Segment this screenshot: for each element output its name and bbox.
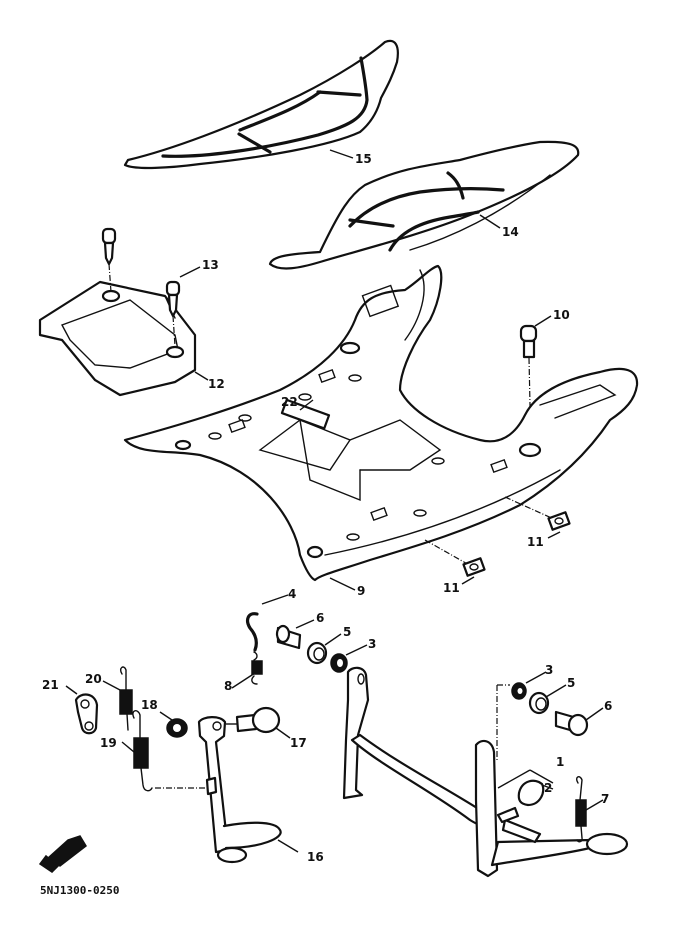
callout-9[interactable]: 9 xyxy=(357,584,366,598)
bolt-6-upper[interactable] xyxy=(275,624,302,650)
callout-18[interactable]: 18 xyxy=(141,698,158,712)
cover-12[interactable] xyxy=(38,280,197,397)
callout-11-right[interactable]: 11 xyxy=(527,535,544,549)
callout-6-upper[interactable]: 6 xyxy=(316,611,325,625)
main-stand-1[interactable] xyxy=(342,666,629,878)
callout-14[interactable]: 14 xyxy=(502,225,519,239)
callout-2[interactable]: 2 xyxy=(544,781,553,795)
callout-11-left[interactable]: 11 xyxy=(443,581,460,595)
main-stand-spring-7[interactable] xyxy=(575,776,587,843)
spring-19[interactable] xyxy=(132,710,205,792)
small-spring-8[interactable] xyxy=(251,651,263,685)
callout-8[interactable]: 8 xyxy=(224,679,233,693)
front-direction-icon xyxy=(38,835,87,873)
callout-3-upper[interactable]: 3 xyxy=(368,637,377,651)
callout-5-upper[interactable]: 5 xyxy=(343,625,352,639)
nut-plate-11[interactable] xyxy=(424,496,571,577)
callout-3-lower[interactable]: 3 xyxy=(545,663,554,677)
callout-1[interactable]: 1 xyxy=(556,755,565,769)
diagram-reference-code: 5NJ1300-0250 xyxy=(40,884,120,897)
callout-6-lower[interactable]: 6 xyxy=(604,699,613,713)
side-stand-16[interactable] xyxy=(197,716,282,864)
callout-22[interactable]: 22 xyxy=(281,395,298,409)
footboard-frame-9[interactable] xyxy=(123,264,639,582)
side-stand-bolt-17[interactable] xyxy=(226,706,281,734)
mat-left-15[interactable] xyxy=(123,39,399,170)
nut-18[interactable] xyxy=(166,718,188,738)
callout-7[interactable]: 7 xyxy=(601,792,610,806)
hook-pin-4[interactable] xyxy=(246,612,259,652)
spring-20[interactable] xyxy=(119,666,133,731)
callout-10[interactable]: 10 xyxy=(553,308,570,322)
collar-5-upper[interactable] xyxy=(306,641,328,665)
callout-19[interactable]: 19 xyxy=(100,736,117,750)
bolt-10[interactable] xyxy=(519,324,538,453)
callout-21[interactable]: 21 xyxy=(42,678,59,692)
leader-lines xyxy=(65,149,604,853)
screw-13[interactable] xyxy=(101,227,181,347)
callout-13[interactable]: 13 xyxy=(202,258,219,272)
bolt-6-lower[interactable] xyxy=(554,710,589,737)
callout-5-lower[interactable]: 5 xyxy=(567,676,576,690)
callout-17[interactable]: 17 xyxy=(290,736,307,750)
stand-stopper-2[interactable] xyxy=(496,779,545,824)
nut-3-upper[interactable] xyxy=(330,653,348,673)
mat-right-14[interactable] xyxy=(268,140,580,270)
callout-20[interactable]: 20 xyxy=(85,672,102,686)
callout-12[interactable]: 12 xyxy=(208,377,225,391)
callout-16[interactable]: 16 xyxy=(307,850,324,864)
collar-5-lower[interactable] xyxy=(528,691,550,715)
bracket-21[interactable] xyxy=(74,693,99,735)
callout-15[interactable]: 15 xyxy=(355,152,372,166)
callout-4[interactable]: 4 xyxy=(288,587,297,601)
nut-3-lower[interactable] xyxy=(511,682,527,700)
